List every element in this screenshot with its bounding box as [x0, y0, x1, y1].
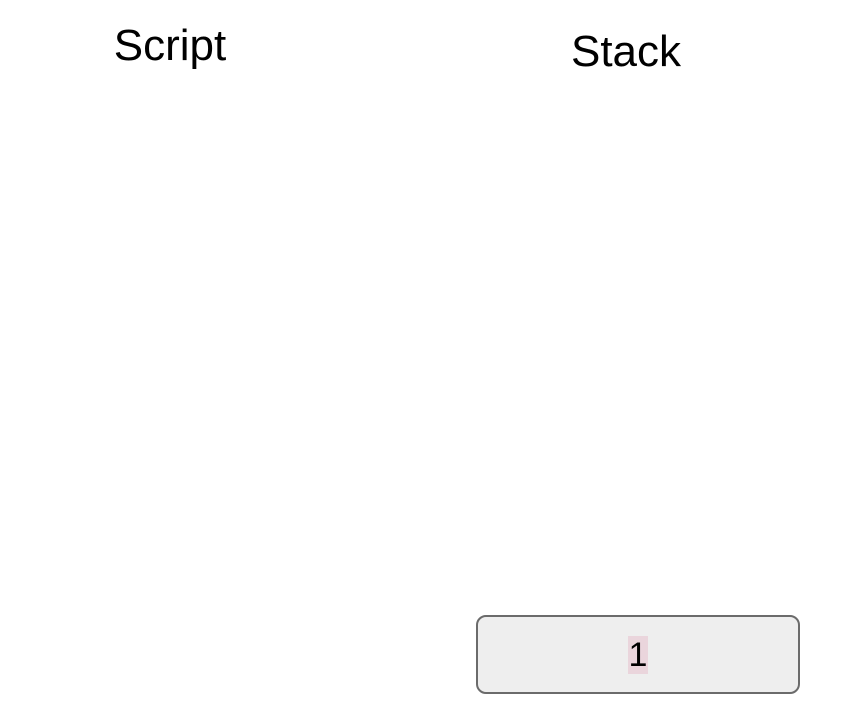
script-heading: Script [113, 21, 227, 70]
stack-area [470, 90, 810, 702]
stack-frame: 1 [476, 615, 800, 694]
stack-frame-value: 1 [627, 635, 649, 674]
script-area [20, 90, 420, 690]
stack-heading: Stack [570, 27, 682, 76]
